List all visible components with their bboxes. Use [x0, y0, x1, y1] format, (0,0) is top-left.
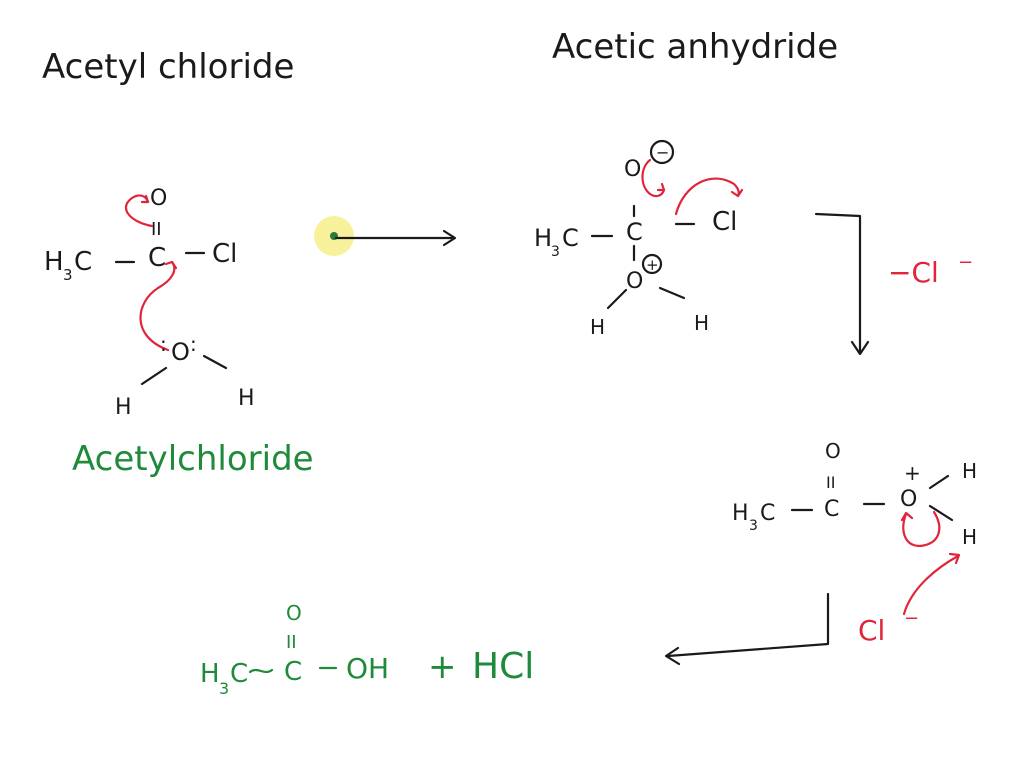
- reactant-cl: Cl: [212, 239, 237, 269]
- reactant-h3-subscript: 3: [63, 266, 73, 284]
- water-h-left: H: [115, 395, 132, 420]
- intermediate-o-top: O: [624, 157, 641, 182]
- arrow-head-deprotonate: [948, 552, 961, 565]
- oxonium-h3-h: H: [732, 501, 749, 526]
- intermediate-central-c: C: [626, 218, 643, 246]
- reactant-label: Acetylchloride: [72, 439, 314, 479]
- water-lone-pair-left: :: [160, 332, 167, 356]
- oxonium-intermediate: H 3 C C II O O + H H Cl −: [732, 439, 977, 647]
- oxonium-o: O: [900, 487, 917, 512]
- intermediate-positive-charge-circle: [641, 253, 663, 275]
- reactant-carbonyl-c: C: [148, 243, 166, 273]
- heading-acetic-anhydride: Acetic anhydride: [552, 27, 838, 67]
- oxonium-plus: +: [904, 461, 921, 485]
- oxonium-carbonyl-o: O: [825, 439, 841, 463]
- oxonium-bond-o-h-top: [928, 474, 950, 490]
- reaction-arrow-2-head: [850, 340, 870, 356]
- arrow-head-oxygen: [140, 194, 150, 204]
- elimination-charge: −: [958, 252, 973, 273]
- intermediate-positive-charge: +: [646, 256, 659, 274]
- product-bond-ch3-c: [248, 668, 274, 674]
- water-oxygen: O: [171, 338, 190, 366]
- product-h3-subscript: 3: [219, 679, 229, 698]
- oxonium-chloride: Cl: [858, 614, 885, 647]
- arrow-head-oxonium: [900, 511, 914, 522]
- product-carbonyl-c: C: [284, 657, 302, 687]
- intermediate-negative-charge-circle: [649, 139, 675, 165]
- reactant-ch3-c: C: [74, 247, 92, 277]
- arrow-water-attack: [139, 260, 176, 352]
- product-oh: OH: [346, 652, 389, 685]
- water-bond-left: [140, 366, 168, 386]
- water-h-right: H: [238, 386, 255, 411]
- arrow-chloride-leave: [674, 177, 740, 216]
- water-bond-right: [202, 354, 228, 370]
- reaction-arrow-1-head: [442, 229, 457, 247]
- arrow-chloride-deprotonate: [902, 554, 960, 616]
- arrow-oxide-reform: [641, 158, 666, 198]
- intermediate-ch3-c: C: [562, 224, 579, 252]
- oxonium-h-bottom: H: [962, 525, 977, 549]
- elimination-label: −Cl: [888, 256, 939, 289]
- heading-acetyl-chloride: Acetyl chloride: [42, 47, 294, 87]
- intermediate-h3-subscript: 3: [551, 244, 560, 260]
- reaction-arrow-2: [814, 212, 862, 354]
- reactant-h3-h: H: [44, 247, 64, 277]
- intermediate-h-right: H: [694, 311, 709, 335]
- oxonium-chloride-charge: −: [904, 608, 919, 629]
- intermediate-h-left: H: [590, 315, 605, 339]
- reactant-double-bond: II: [151, 219, 162, 240]
- oxonium-ch3-c: C: [760, 501, 775, 526]
- reaction-arrow-3-head: [664, 646, 681, 666]
- arrow-oh-bond-to-oxygen: [902, 510, 941, 548]
- product-double-bond: II: [286, 632, 297, 653]
- tetrahedral-intermediate: H 3 C C O − Cl O + H H: [534, 139, 744, 339]
- reaction-arrow-3: [666, 592, 830, 658]
- oxonium-bond-o-h-bottom: [928, 504, 954, 522]
- product-hcl: HCl: [472, 646, 534, 687]
- arrow-head-carbon: [164, 260, 178, 270]
- intermediate-bond-o-h-left: [606, 288, 628, 310]
- product-carbonyl-o: O: [286, 601, 302, 625]
- arrow-head-leave: [730, 188, 744, 198]
- oxonium-h-top: H: [962, 459, 977, 483]
- intermediate-negative-charge: −: [656, 143, 669, 162]
- intermediate-cl: Cl: [712, 207, 737, 237]
- reactant-carbonyl-o: O: [150, 186, 167, 211]
- intermediate-o-bottom: O: [626, 269, 643, 294]
- oxonium-double-bond: II: [826, 473, 835, 492]
- product-structure: H 3 C C II O OH + HCl: [200, 601, 534, 698]
- product-ch3-c: C: [230, 659, 248, 689]
- oxonium-h3-subscript: 3: [749, 518, 758, 534]
- product-plus: +: [428, 647, 457, 687]
- oxonium-carbonyl-c: C: [824, 497, 839, 522]
- reactant-structure: H 3 C C II O Cl : O : H H Acetylchloride: [44, 186, 314, 479]
- arrow-head-reform: [656, 182, 666, 192]
- water-lone-pair-right: :: [190, 332, 197, 356]
- arrow-pi-bond-to-oxygen: [125, 194, 154, 228]
- intermediate-bond-o-h-right: [658, 286, 686, 300]
- product-h3-h: H: [200, 659, 220, 689]
- intermediate-h3-h: H: [534, 224, 552, 252]
